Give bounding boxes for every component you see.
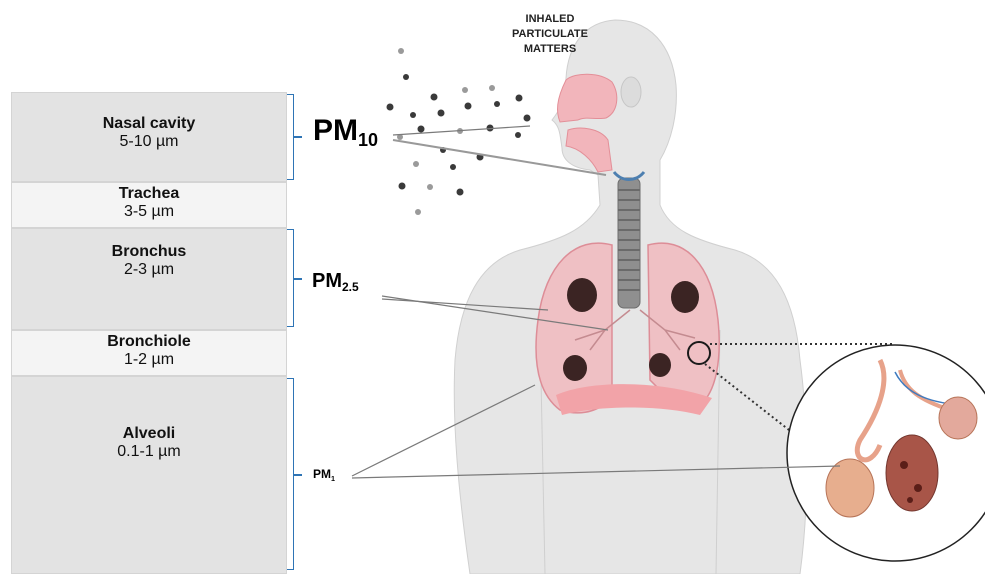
pm10-base: PM xyxy=(313,114,358,147)
inhaled-particulate-label: INHALED PARTICULATE MATTERS xyxy=(470,12,630,57)
brace-pm1 xyxy=(287,378,294,570)
zone-nasal-cavity: Nasal cavity 5-10 µm xyxy=(11,92,287,182)
pm10-sub: 10 xyxy=(358,130,378,150)
pm1-sub: 1 xyxy=(331,474,335,483)
pm25-label: PM2.5 xyxy=(312,270,359,293)
brace-pm10 xyxy=(287,94,294,180)
zone-size: 3-5 µm xyxy=(12,203,286,221)
zone-name: Bronchus xyxy=(12,243,286,261)
pm25-base: PM xyxy=(312,270,342,292)
inhaled-particles xyxy=(387,48,531,215)
pm1-base: PM xyxy=(313,467,331,481)
alveoli-inset xyxy=(787,345,985,561)
zone-name: Bronchiole xyxy=(12,333,286,351)
zone-size: 5-10 µm xyxy=(12,133,286,151)
trachea-illustration xyxy=(614,172,644,308)
zone-size: 1-2 µm xyxy=(12,351,286,369)
zone-size: 2-3 µm xyxy=(12,261,286,279)
zone-name: Alveoli xyxy=(12,425,286,443)
zone-bronchiole: Bronchiole 1-2 µm xyxy=(11,330,287,376)
zone-trachea: Trachea 3-5 µm xyxy=(11,182,287,228)
zone-name: Trachea xyxy=(12,185,286,203)
zone-bronchus: Bronchus 2-3 µm xyxy=(11,228,287,330)
brace-pm25 xyxy=(287,229,294,327)
brace-tick-pm25 xyxy=(294,278,302,280)
brace-tick-pm1 xyxy=(294,474,302,476)
zone-alveoli: Alveoli 0.1-1 µm xyxy=(11,376,287,574)
pm25-sub: 2.5 xyxy=(342,280,359,294)
pm1-label: PM1 xyxy=(313,467,335,481)
zone-name: Nasal cavity xyxy=(12,115,286,133)
pm10-label: PM10 xyxy=(313,114,378,148)
zone-size: 0.1-1 µm xyxy=(12,443,286,461)
brace-tick-pm10 xyxy=(294,136,302,138)
